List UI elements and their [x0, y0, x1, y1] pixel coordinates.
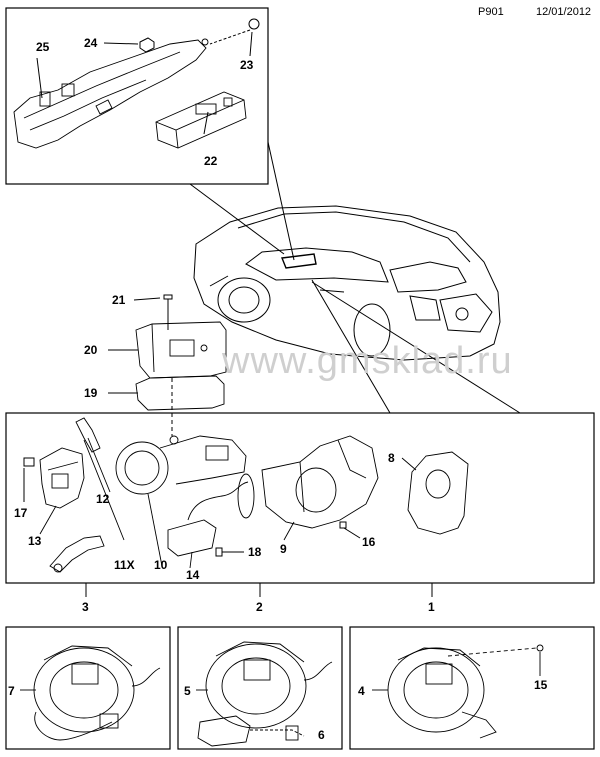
callout-4: 4: [358, 684, 365, 698]
callout-20: 20: [84, 343, 98, 357]
assembly-2-frame: [177, 626, 343, 750]
control-module-part-9: [237, 435, 379, 541]
top-inset-frame: [5, 7, 269, 185]
callout-23: 23: [240, 58, 254, 72]
screw-part-16: [339, 521, 361, 539]
callout-16: 16: [362, 535, 376, 549]
assembly-3-frame: [5, 626, 171, 750]
callout-24: 24: [84, 36, 98, 50]
module-part-22: [155, 91, 247, 149]
callout-5: 5: [184, 684, 191, 698]
car-illustration: [193, 205, 501, 361]
callout-15: 15: [534, 678, 548, 692]
callout-9: 9: [280, 542, 287, 556]
bolt-part-23: [209, 18, 260, 45]
callout-22: 22: [204, 154, 218, 168]
watermark: www.gmsklad.ru: [222, 340, 513, 382]
assembly-1-drawing: [372, 644, 544, 739]
callout-11x: 11X: [114, 558, 135, 572]
assembly-3-drawing: [20, 645, 161, 741]
assembly-1-frame: [349, 626, 595, 750]
callout-1: 1: [428, 600, 435, 614]
cover-part-8: [401, 451, 469, 535]
callout-17: 17: [14, 506, 28, 520]
callout-2: 2: [256, 600, 263, 614]
bracket-part-19: [108, 375, 225, 411]
callout-19: 19: [84, 386, 98, 400]
page-date: 12/01/2012: [536, 6, 592, 18]
callout-6: 6: [318, 728, 325, 742]
nut-part-24: [139, 37, 155, 53]
assembly-2-drawing: [196, 641, 333, 747]
callout-21: 21: [112, 293, 126, 307]
screw-part-21: [133, 294, 173, 330]
screw-part-18: [215, 547, 244, 557]
screw-part-17: [23, 457, 35, 502]
callout-12: 12: [96, 492, 110, 506]
callout-3: 3: [82, 600, 89, 614]
steering-housing-part-10: [115, 435, 247, 567]
bracket-part-20: [108, 321, 227, 379]
callout-14: 14: [186, 568, 200, 582]
callout-18: 18: [248, 545, 262, 559]
page-code: P901: [478, 6, 504, 18]
callout-13: 13: [28, 534, 42, 548]
callout-10: 10: [154, 558, 168, 572]
lock-cylinder-part-12: [75, 417, 125, 541]
clip-part-11x: [49, 535, 105, 573]
callout-7: 7: [8, 684, 15, 698]
bracket-part-25: [13, 38, 209, 149]
ignition-switch-part-13: [39, 447, 85, 535]
callout-8: 8: [388, 451, 395, 465]
connector-part-14: [167, 481, 249, 569]
middle-frame: [5, 412, 595, 584]
callout-25: 25: [36, 40, 50, 54]
